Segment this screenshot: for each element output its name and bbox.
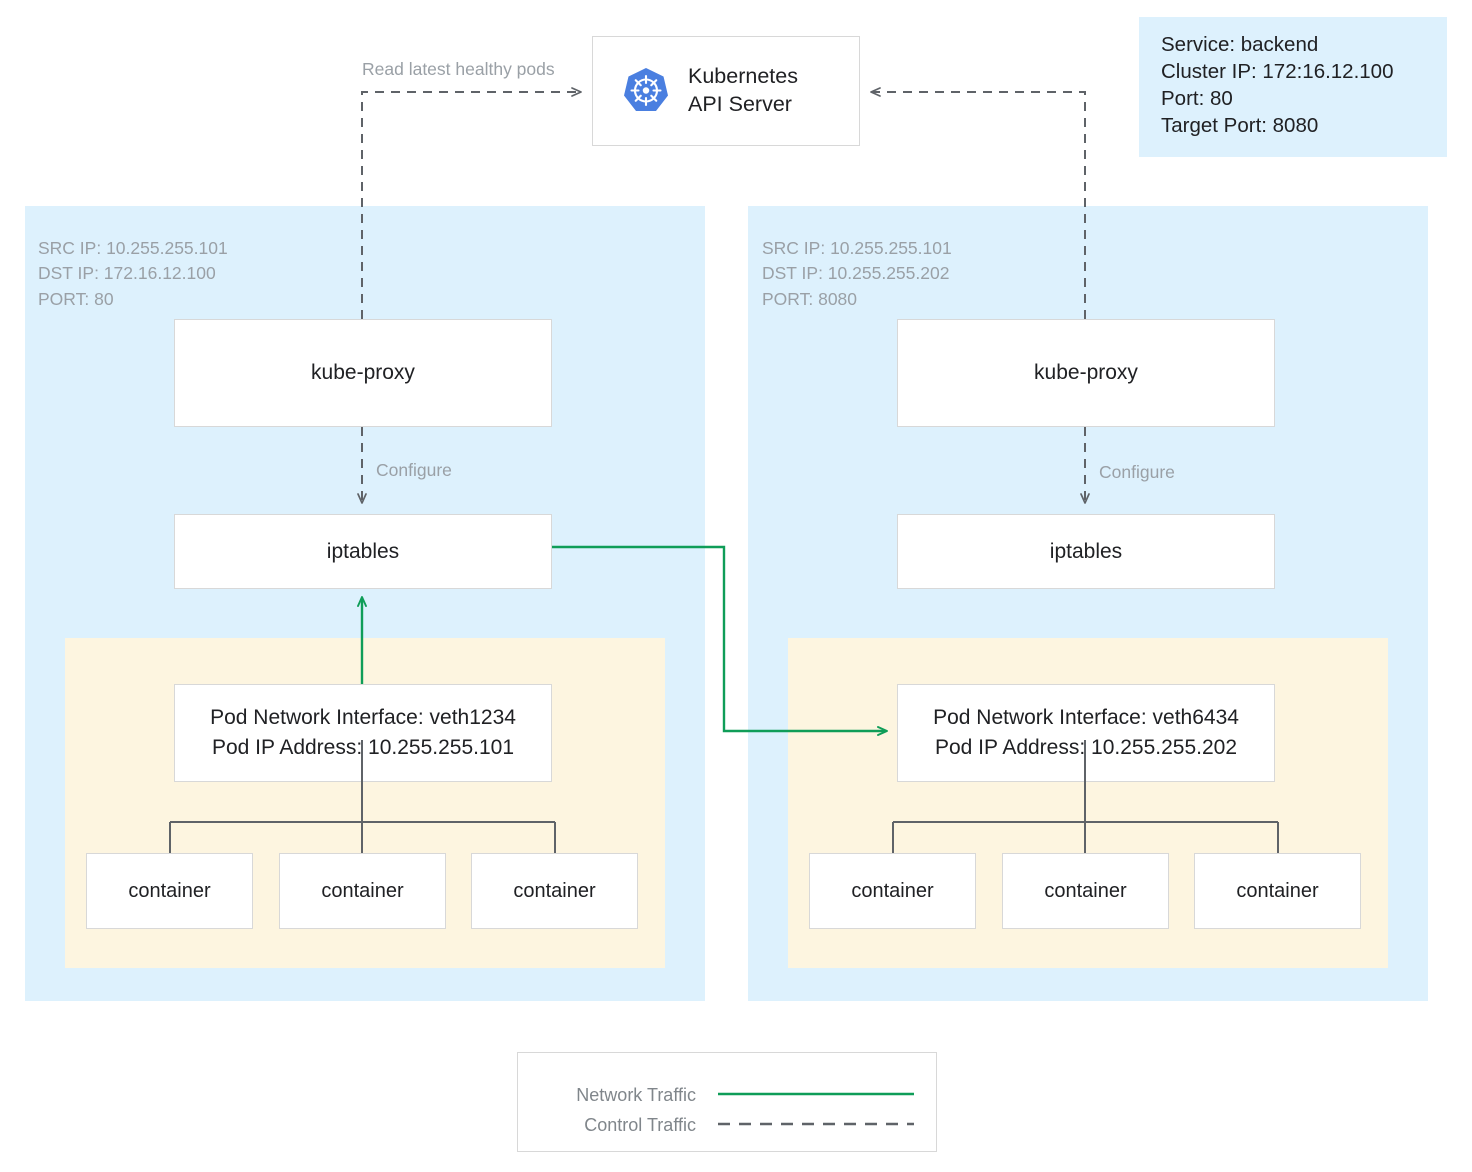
edge-label-configure-left: Configure: [376, 460, 452, 480]
container-label-left-1: container: [128, 880, 211, 902]
container-label-right-3: container: [1236, 880, 1319, 902]
kubernetes-logo-icon: [621, 66, 671, 116]
node-right-packet-meta: SRC IP: 10.255.255.101 DST IP: 10.255.25…: [762, 238, 952, 309]
kubernetes-api-server-box[interactable]: Kubernetes API Server: [592, 36, 860, 146]
legend-label-network-traffic: Network Traffic: [576, 1085, 696, 1105]
kube-proxy-label-right: kube-proxy: [1034, 361, 1138, 385]
container-label-right-2: container: [1044, 880, 1127, 902]
iptables-box-left[interactable]: iptables: [174, 514, 552, 589]
service-info-line-name: Service: backend: [1161, 33, 1319, 56]
node-left-packet-meta: SRC IP: 10.255.255.101 DST IP: 172.16.12…: [38, 238, 228, 309]
container-label-left-3: container: [513, 880, 596, 902]
edge-label-read-latest-healthy-pods: Read latest healthy pods: [362, 59, 555, 79]
service-info-line-port: Port: 80: [1161, 87, 1233, 111]
pod-interface-line-right: Pod Network Interface: veth6434: [933, 706, 1239, 730]
container-label-left-2: container: [321, 880, 404, 902]
kube-proxy-box-left[interactable]: kube-proxy: [174, 319, 552, 427]
container-box-left-1[interactable]: container: [86, 853, 253, 929]
iptables-label-right: iptables: [1049, 539, 1123, 563]
api-server-label: Kubernetes API Server: [688, 64, 798, 116]
iptables-box-right[interactable]: iptables: [897, 514, 1275, 589]
legend-swatches: [718, 1092, 914, 1126]
container-box-right-2[interactable]: container: [1002, 853, 1169, 929]
service-info-line-cluster-ip: Cluster IP: 172:16.12.100: [1161, 60, 1394, 84]
pod-ip-line-right: Pod IP Address: 10.255.255.202: [934, 736, 1238, 759]
legend-label-control-traffic: Control Traffic: [584, 1115, 696, 1135]
service-info-box: Service: backend Cluster IP: 172:16.12.1…: [1139, 17, 1447, 157]
pod-interface-line-left: Pod Network Interface: veth1234: [210, 706, 516, 730]
pod-ip-line-left: Pod IP Address: 10.255.255.101: [211, 736, 515, 759]
container-box-right-1[interactable]: container: [809, 853, 976, 929]
container-box-left-2[interactable]: container: [279, 853, 446, 929]
container-label-right-1: container: [851, 880, 934, 902]
legend-box: Network Traffic Control Traffic: [517, 1052, 937, 1152]
service-info-line-target-port: Target Port: 8080: [1161, 114, 1319, 138]
edge-label-configure-right: Configure: [1099, 462, 1175, 482]
kube-proxy-label-left: kube-proxy: [311, 361, 415, 385]
container-box-right-3[interactable]: container: [1194, 853, 1361, 929]
container-box-left-3[interactable]: container: [471, 853, 638, 929]
iptables-label-left: iptables: [326, 539, 400, 563]
kube-proxy-box-right[interactable]: kube-proxy: [897, 319, 1275, 427]
